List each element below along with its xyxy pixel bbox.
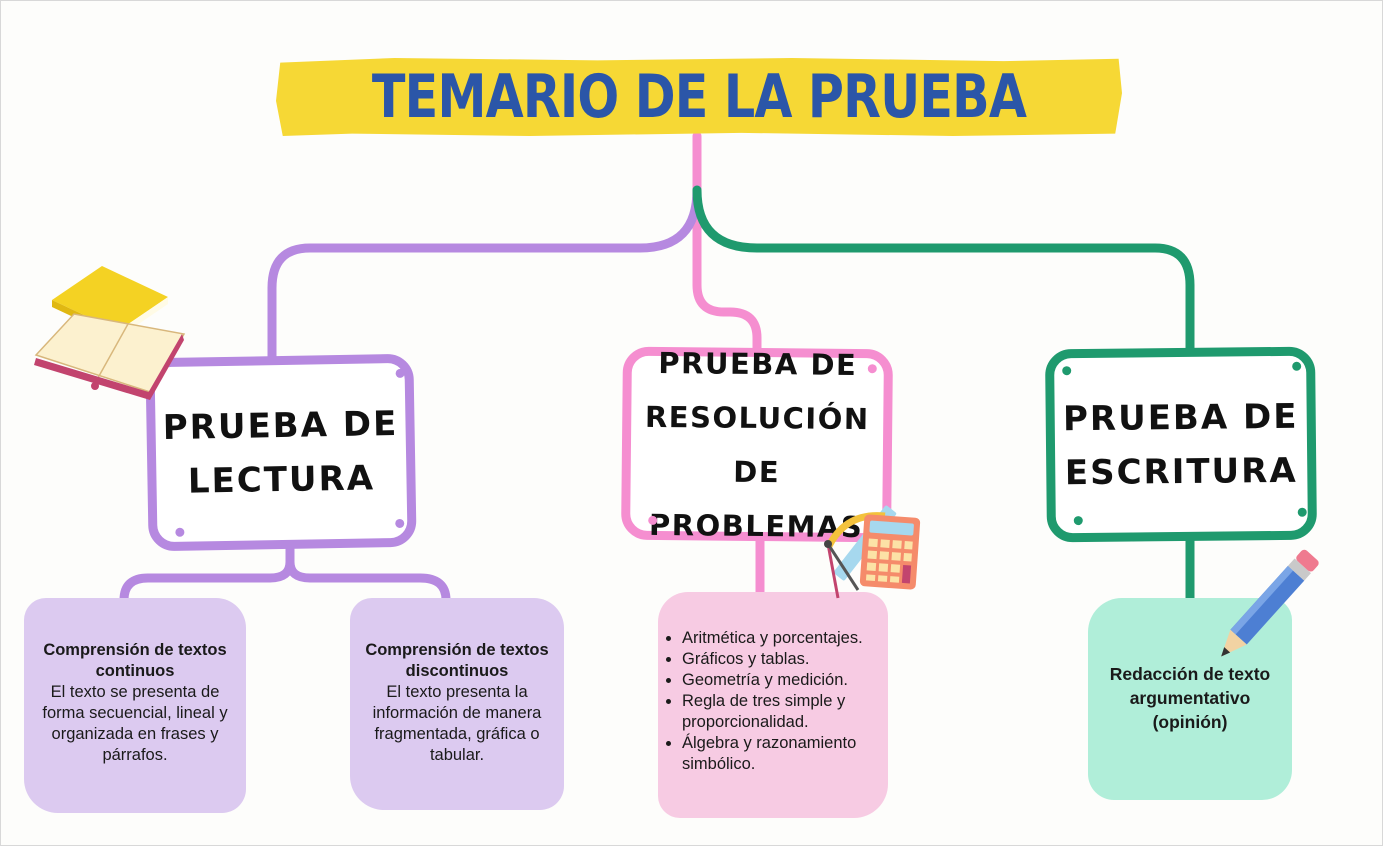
list-item: Álgebra y razonamiento simbólico. [682,733,880,775]
note-heading-redaccion: Redacción de texto argumentativo (opinió… [1109,664,1271,732]
note-text-discontinuos: El texto presenta la información de mane… [372,683,542,764]
title-banner [276,58,1122,136]
note-text-continuos: El texto se presenta de forma secuencial… [42,683,228,764]
connector-problemas [692,131,762,355]
page-title: TEMARIO DE LA PRUEBA [371,62,1027,132]
books-icon [34,266,186,400]
pencil-icon [1221,549,1319,657]
note-textos-continuos: Comprensión de textos continuos El texto… [24,598,246,813]
calculator-ruler-icon [824,505,921,599]
topic-list: Aritmética y porcentajes. Gráficos y tab… [662,628,880,775]
connector-lectura-notes [119,542,451,605]
connector-lectura [267,185,702,365]
list-item: Geometría y medición. [682,670,880,691]
note-heading-continuos: Comprensión de textos continuos [43,641,227,680]
list-item: Gráficos y tablas. [682,649,880,670]
note-temas-problemas: Aritmética y porcentajes. Gráficos y tab… [658,592,888,818]
list-item: Aritmética y porcentajes. [682,628,880,649]
note-textos-discontinuos: Comprensión de textos discontinuos El te… [350,598,564,810]
connector-escritura [692,185,1195,355]
list-item: Regla de tres simple y proporcionalidad. [682,691,880,733]
note-heading-discontinuos: Comprensión de textos discontinuos [365,641,549,680]
